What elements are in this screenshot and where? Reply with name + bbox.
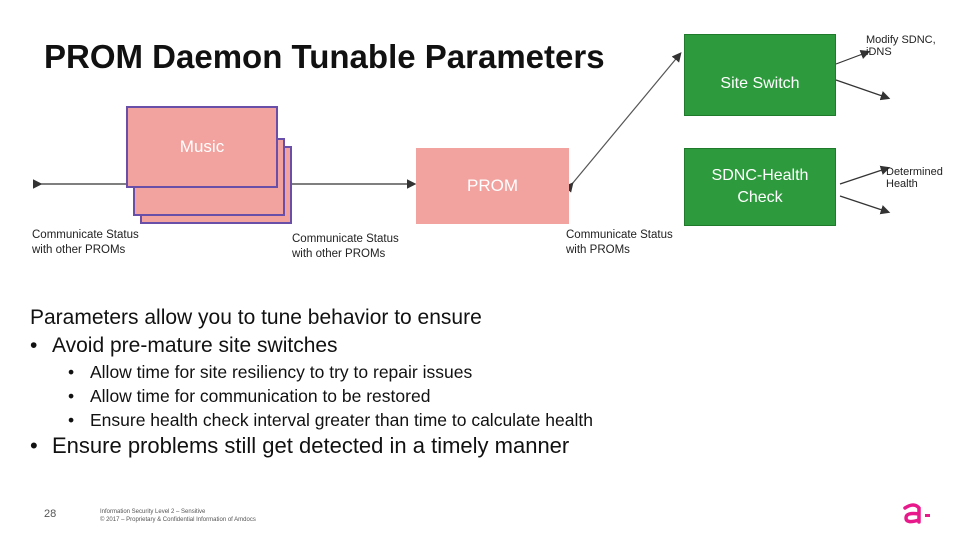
sub-bullet-2-text: Allow time for communication to be resto… (90, 386, 431, 406)
sdnc-health-check-label: SDNC-Health Check (711, 167, 809, 206)
bullet-dot: • (30, 433, 38, 458)
footer-line-2: © 2017 – Proprietary & Confidential Info… (100, 517, 256, 523)
bullet-1: • Avoid pre-mature site switches (30, 332, 338, 360)
sub-bullet-3: • Ensure health check interval greater th… (68, 408, 593, 432)
prom-box: PROM (416, 148, 569, 224)
determined-health-note: Determined Health (886, 166, 943, 190)
comm-status-middle: Communicate Status with other PROMs (292, 233, 399, 260)
site-switch-box: Site Switch (684, 34, 836, 116)
sub-bullet-1: • Allow time for site resiliency to try t… (68, 360, 472, 384)
bullet-2: • Ensure problems still get detected in a… (30, 431, 569, 461)
music-label: Music (179, 137, 225, 156)
sdnc-health-check-box: SDNC-Health Check (684, 148, 836, 226)
bullet-1-text: Avoid pre-mature site switches (52, 334, 338, 357)
site-switch-to-dns-connector (835, 79, 891, 101)
bullet-2-text: Ensure problems still get detected in a … (52, 433, 570, 458)
comm-status-left: Communicate Status with other PROMs (32, 229, 139, 256)
site-switch-to-modify-connector (835, 50, 871, 65)
bullet-dot: • (68, 410, 75, 430)
prom-label: PROM (467, 176, 518, 195)
music-box: Music (126, 106, 278, 188)
health-check-to-determined-connector (839, 165, 891, 185)
bullet-dot: • (68, 362, 75, 382)
prom-to-site-switch-connector (563, 52, 682, 193)
sub-bullet-2: • Allow time for communication to be rest… (68, 384, 430, 408)
modify-note: Modify SDNC, iDNS (866, 34, 936, 58)
sub-bullet-1-text: Allow time for site resiliency to try to… (90, 362, 473, 382)
comm-status-right: Communicate Status with PROMs (566, 229, 673, 256)
page-number: 28 (44, 508, 57, 520)
slide-title: PROM Daemon Tunable Parameters (44, 38, 605, 75)
sub-bullet-3-text: Ensure health check interval greater tha… (90, 410, 593, 430)
bullet-dot: • (30, 334, 38, 357)
site-switch-label: Site Switch (720, 75, 800, 92)
footer-line-1: Information Security Level 2 – Sensitive (100, 509, 206, 515)
amdocs-logo-icon (903, 503, 930, 524)
health-check-to-output-connector (839, 195, 891, 215)
intro-text: Parameters allow you to tune behavior to… (30, 306, 482, 329)
bullet-dot: • (68, 386, 75, 406)
